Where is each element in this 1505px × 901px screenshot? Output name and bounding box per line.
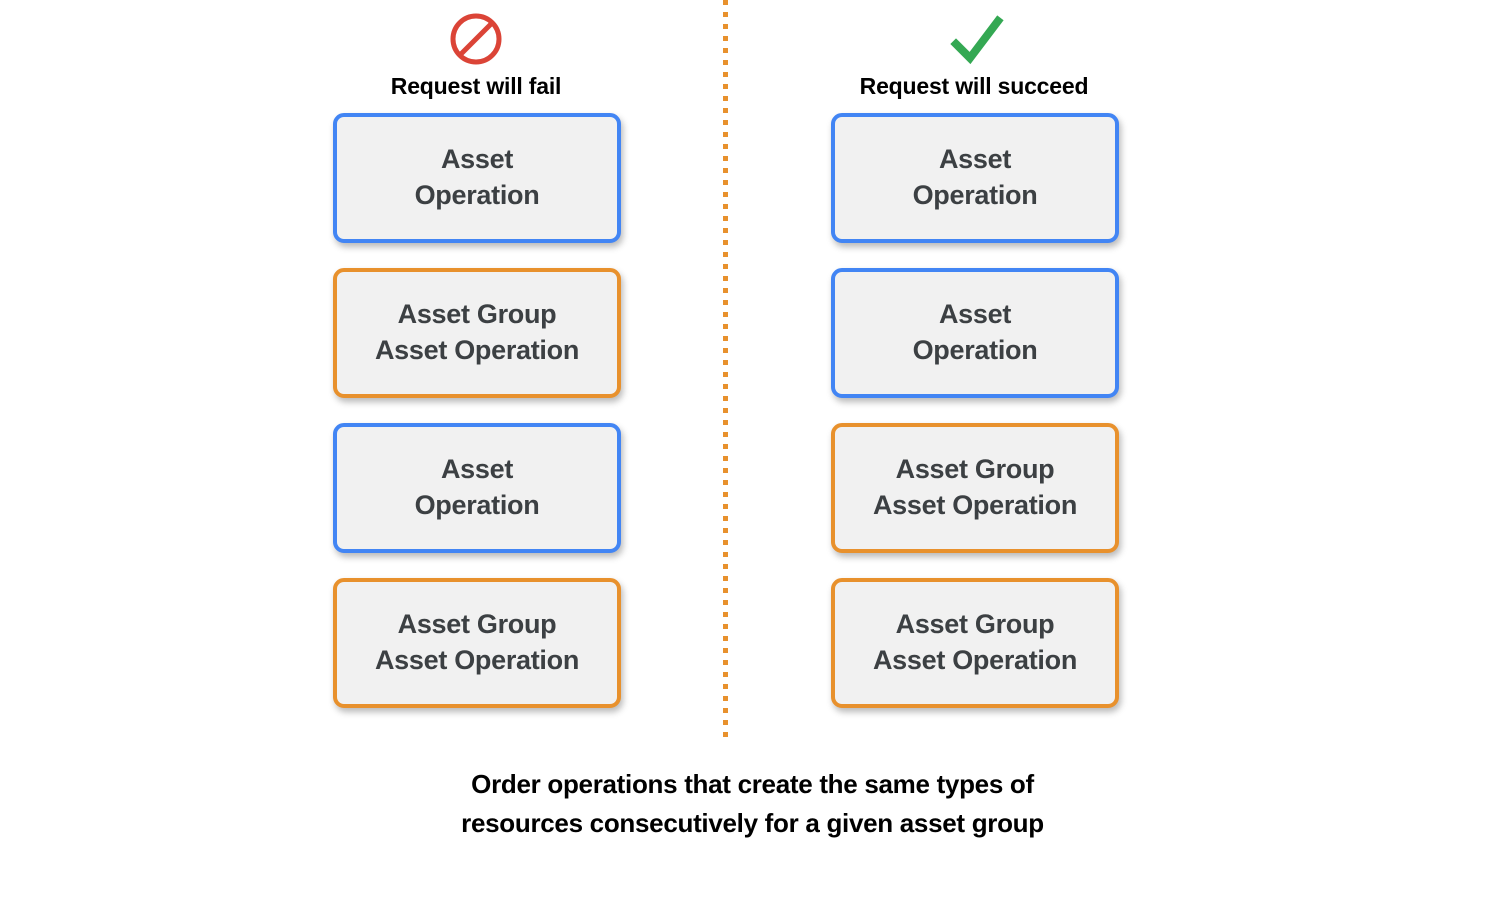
card-line-1: Asset bbox=[440, 454, 514, 485]
caption-line-2: resources consecutively for a given asse… bbox=[461, 808, 1044, 838]
card-label: Asset Group Asset Operation bbox=[873, 452, 1077, 523]
card-line-1: Asset bbox=[938, 299, 1012, 330]
card-line-2: Operation bbox=[414, 490, 540, 520]
card-line-2: Asset Operation bbox=[872, 490, 1078, 520]
card-line-1: Asset bbox=[938, 144, 1012, 175]
card-line-2: Asset Operation bbox=[374, 335, 580, 365]
card-label: Asset Operation bbox=[913, 142, 1038, 213]
card-line-1: Asset Group bbox=[397, 299, 557, 330]
card-label: Asset Operation bbox=[415, 142, 540, 213]
checkmark-icon bbox=[950, 15, 1004, 65]
card-line-2: Operation bbox=[912, 335, 1038, 365]
card-line-1: Asset bbox=[440, 144, 514, 175]
diagram-caption: Order operations that create the same ty… bbox=[0, 765, 1505, 843]
card-asset-group-asset-operation[interactable]: Asset Group Asset Operation bbox=[333, 268, 621, 398]
column-fail-header: Request will fail bbox=[311, 8, 641, 99]
card-asset-group-asset-operation[interactable]: Asset Group Asset Operation bbox=[831, 423, 1119, 553]
card-asset-operation[interactable]: Asset Operation bbox=[333, 423, 621, 553]
column-fail-title: Request will fail bbox=[390, 73, 562, 99]
card-line-2: Operation bbox=[912, 180, 1038, 210]
caption-line-1: Order operations that create the same ty… bbox=[471, 769, 1034, 799]
card-label: Asset Operation bbox=[415, 452, 540, 523]
card-label: Asset Group Asset Operation bbox=[375, 297, 579, 368]
column-succeed-title: Request will succeed bbox=[859, 73, 1089, 99]
card-line-1: Asset Group bbox=[397, 609, 557, 640]
card-label: Asset Group Asset Operation bbox=[375, 607, 579, 678]
card-line-1: Asset Group bbox=[895, 609, 1055, 640]
column-succeed-header: Request will succeed bbox=[809, 8, 1139, 99]
card-asset-operation[interactable]: Asset Operation bbox=[831, 268, 1119, 398]
card-line-2: Asset Operation bbox=[872, 645, 1078, 675]
column-divider bbox=[723, 0, 728, 740]
card-label: Asset Operation bbox=[913, 297, 1038, 368]
card-asset-operation[interactable]: Asset Operation bbox=[333, 113, 621, 243]
card-line-1: Asset Group bbox=[895, 454, 1055, 485]
card-label: Asset Group Asset Operation bbox=[873, 607, 1077, 678]
card-asset-group-asset-operation[interactable]: Asset Group Asset Operation bbox=[831, 578, 1119, 708]
card-line-2: Operation bbox=[414, 180, 540, 210]
card-asset-group-asset-operation[interactable]: Asset Group Asset Operation bbox=[333, 578, 621, 708]
column-fail-card-list: Asset Operation Asset Group Asset Operat… bbox=[333, 113, 621, 733]
card-line-2: Asset Operation bbox=[374, 645, 580, 675]
prohibition-icon bbox=[450, 13, 502, 65]
column-succeed-card-list: Asset Operation Asset Operation Asset Gr… bbox=[831, 113, 1119, 733]
card-asset-operation[interactable]: Asset Operation bbox=[831, 113, 1119, 243]
